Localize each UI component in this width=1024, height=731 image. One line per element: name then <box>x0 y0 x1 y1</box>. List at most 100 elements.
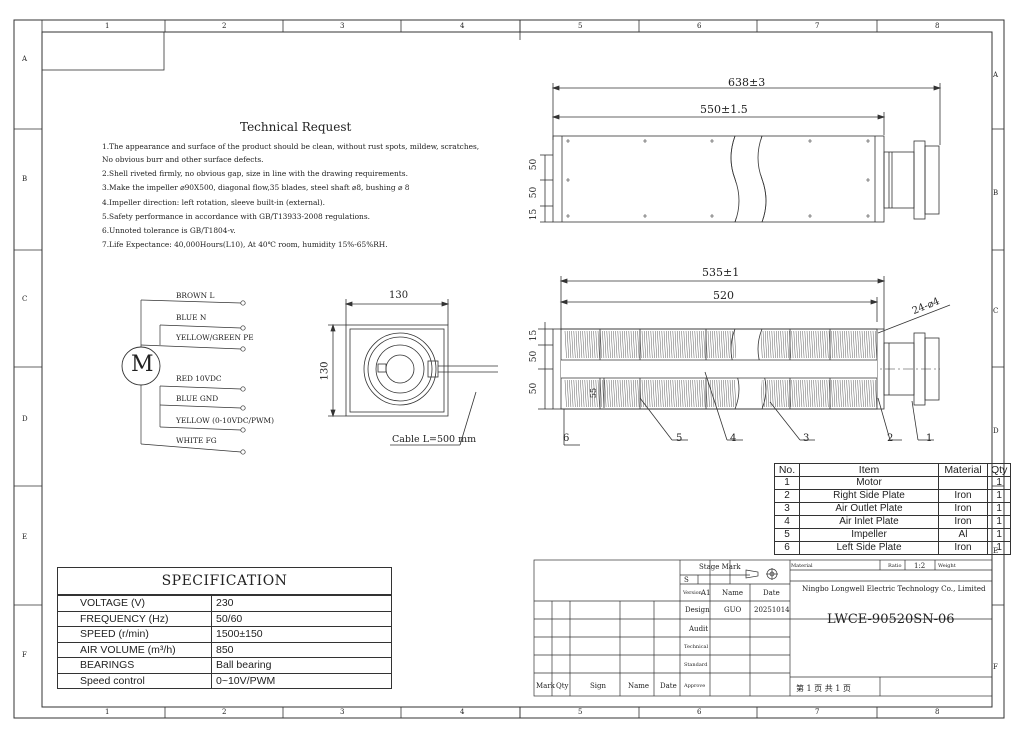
bom-cell: 1 <box>986 489 1012 503</box>
bom-cell: Iron <box>938 515 988 529</box>
spec-label: Speed control <box>57 672 212 689</box>
column-label-top: 7 <box>815 22 820 30</box>
spec-row: SPEED (r/min)1500±150 <box>57 626 392 643</box>
callout-number: 3 <box>803 433 810 444</box>
top-dim-50a: 50 <box>529 158 540 171</box>
bom-header-cell: No. <box>774 463 800 477</box>
spec-row: AIR VOLUME (m³/h)850 <box>57 641 392 658</box>
technical-request-line: 5.Safety performance in accordance with … <box>102 212 370 221</box>
date-label: Date <box>763 589 780 597</box>
bom-header-cell: Item <box>799 463 939 477</box>
technical-request-title: Technical Request <box>240 120 352 134</box>
bom-header-cell: Qty <box>986 463 1012 477</box>
bom-cell: 1 <box>986 541 1012 555</box>
bom-cell: Left Side Plate <box>799 541 939 555</box>
stage-s: S <box>684 576 689 584</box>
column-label-top: 8 <box>935 22 940 30</box>
technical-request-line: No obvious burr and other surface defect… <box>102 155 264 164</box>
spec-value: Ball bearing <box>211 657 392 674</box>
row-label-right: F <box>993 663 998 671</box>
column-label-bottom: 1 <box>105 708 110 716</box>
column-label-bottom: 7 <box>815 708 820 716</box>
section-dim-50b: 50 <box>529 382 540 395</box>
approve-label: Approve <box>684 683 706 689</box>
column-label-bottom: 3 <box>340 708 345 716</box>
bom-cell: Iron <box>938 502 988 516</box>
wire-label: YELLOW (0-10VDC/PWM) <box>176 416 275 425</box>
column-label-bottom: 6 <box>697 708 702 716</box>
designer-name: GUO <box>724 606 742 614</box>
wire-label: BLUE GND <box>176 394 219 403</box>
callout-number: 4 <box>730 433 737 444</box>
spec-label: AIR VOLUME (m³/h) <box>57 641 212 658</box>
bom-cell: 1 <box>986 515 1012 529</box>
bom-cell <box>938 476 988 490</box>
wire-label: WHITE FG <box>176 436 217 445</box>
column-label-top: 4 <box>460 22 465 30</box>
stage-mark-label: Stage Mark <box>699 563 741 571</box>
ratio-label: Ratio <box>888 563 902 569</box>
column-label-bottom: 2 <box>222 708 227 716</box>
row-label-left: B <box>22 175 28 183</box>
spec-label: VOLTAGE (V) <box>57 595 212 612</box>
column-label-top: 5 <box>578 22 583 30</box>
wiring-diagram <box>121 299 246 455</box>
row-label-right: D <box>993 427 999 435</box>
weight-label: Weight <box>938 563 956 569</box>
callout-number: 6 <box>563 433 570 444</box>
bom-cell: 6 <box>774 541 800 555</box>
row-label-left: A <box>22 55 28 63</box>
bom-cell: Impeller <box>799 528 939 542</box>
standard-label: Standard <box>684 662 708 668</box>
top-view <box>540 83 942 223</box>
version-value: A1 <box>701 589 711 597</box>
top-dim-50b: 50 <box>529 186 540 199</box>
row-label-right: C <box>993 307 999 315</box>
spec-row: FREQUENCY (Hz)50/60 <box>57 610 392 627</box>
wire-label: YELLOW/GREEN PE <box>176 333 254 342</box>
section-dim-50a: 50 <box>529 350 540 363</box>
audit-label: Audit <box>689 625 709 633</box>
section-dim-15: 15 <box>529 329 540 342</box>
column-label-top: 1 <box>105 22 110 30</box>
revision-header: Sign <box>590 682 607 690</box>
technical-request-line: 6.Unnoted tolerance is GB/T1804-v. <box>102 226 236 235</box>
technical-request-line: 2.Shell riveted firmly, no obvious gap, … <box>102 169 408 178</box>
spec-value: 0~10V/PWM <box>211 672 392 689</box>
spec-label: BEARINGS <box>57 657 212 674</box>
end-width-dim: 130 <box>389 290 409 301</box>
bom-cell: Motor <box>799 476 939 490</box>
wire-label: BLUE N <box>176 313 207 322</box>
overall-length-dim: 638±3 <box>728 76 766 89</box>
bom-cell: 2 <box>774 489 800 503</box>
row-label-left: F <box>22 651 27 659</box>
bom-header-cell: Material <box>938 463 988 477</box>
bom-cell: 3 <box>774 502 800 516</box>
column-label-top: 6 <box>697 22 702 30</box>
callout-number: 2 <box>887 433 894 444</box>
bom-cell: 1 <box>986 528 1012 542</box>
section-overall-dim: 535±1 <box>702 266 740 279</box>
spec-value: 50/60 <box>211 610 392 627</box>
spec-row: VOLTAGE (V)230 <box>57 595 392 612</box>
technical-label: Technical <box>684 644 709 650</box>
motor-label: M <box>131 352 154 377</box>
bom-cell: 5 <box>774 528 800 542</box>
wire-label: RED 10VDC <box>176 374 222 383</box>
bom-cell: 1 <box>774 476 800 490</box>
name-label: Name <box>722 589 744 597</box>
section-body-dim: 520 <box>713 289 734 302</box>
callout-number: 5 <box>676 433 683 444</box>
end-height-dim: 130 <box>319 361 331 381</box>
column-label-top: 2 <box>222 22 227 30</box>
column-label-top: 3 <box>340 22 345 30</box>
bom-cell: 4 <box>774 515 800 529</box>
bom-cell: Right Side Plate <box>799 489 939 503</box>
